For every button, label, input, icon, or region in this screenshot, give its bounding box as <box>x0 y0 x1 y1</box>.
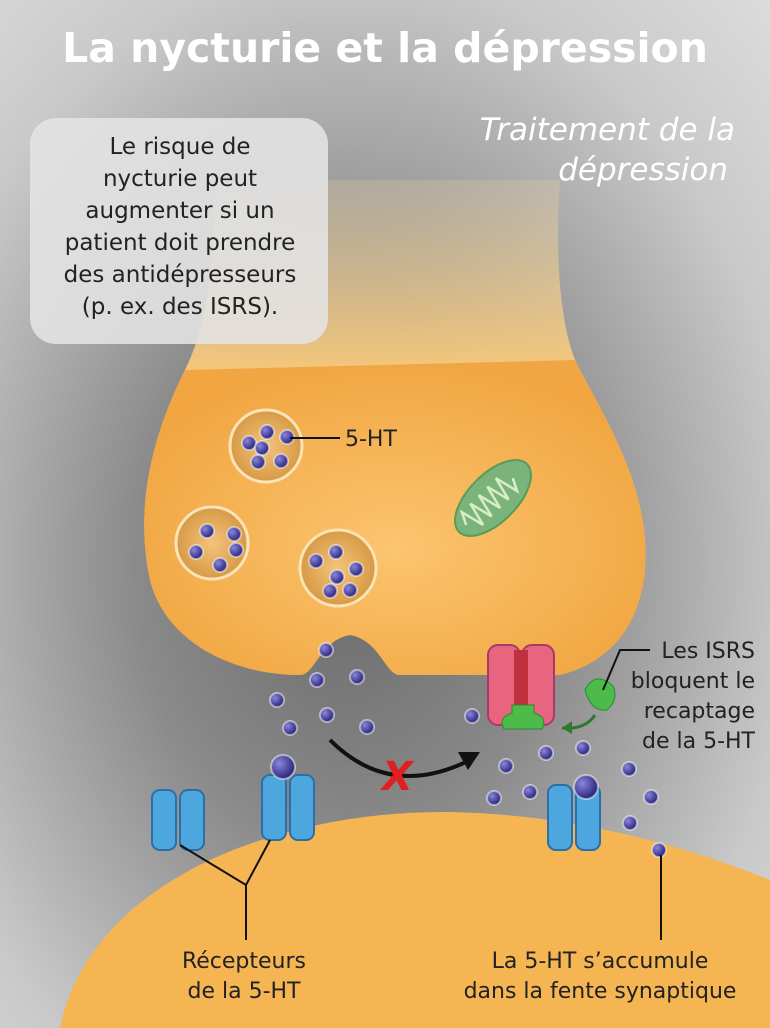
receptor-left <box>151 789 205 851</box>
mitochondrion <box>454 459 532 537</box>
serotonin-molecule <box>622 815 638 831</box>
blocked-x-icon: X <box>379 754 415 800</box>
serotonin-molecule <box>250 454 266 470</box>
serotonin-molecule <box>254 440 270 456</box>
serotonin-molecule <box>322 583 338 599</box>
serotonin-molecule <box>199 523 215 539</box>
ssri-label: bloquent le <box>631 669 755 694</box>
serotonin-molecule <box>212 557 228 573</box>
ssri-free <box>584 678 616 711</box>
info-line: patient doit prendre <box>65 230 296 256</box>
info-box <box>30 118 328 344</box>
serotonin-molecule <box>319 707 335 723</box>
serotonin-molecule <box>348 561 364 577</box>
serotonin-molecule <box>329 569 345 585</box>
receptor-middle <box>261 774 315 841</box>
serotonin-molecule <box>538 745 554 761</box>
receptors-label: de la 5-HT <box>188 979 302 1004</box>
info-line: Le risque de <box>109 134 250 160</box>
serotonin-molecule <box>621 761 637 777</box>
ssri-label: Les ISRS <box>661 639 755 664</box>
subtitle-line-2: dépression <box>558 152 728 188</box>
serotonin-molecule <box>486 790 502 806</box>
serotonin-molecule <box>651 842 667 858</box>
serotonin-molecule <box>573 774 599 800</box>
info-line: augmenter si un <box>85 198 274 224</box>
subtitle-line-1: Traitement de la <box>480 112 735 148</box>
serotonin-molecule <box>309 672 325 688</box>
info-line: des antidépresseurs <box>64 262 297 288</box>
serotonin-molecule <box>498 758 514 774</box>
ssri-label: de la 5-HT <box>642 729 756 754</box>
accumulation-label: La 5-HT s’accumule <box>492 949 709 974</box>
serotonin-molecule <box>228 542 244 558</box>
serotonin-molecule <box>464 708 480 724</box>
serotonin-molecule <box>273 453 289 469</box>
serotonin-molecule <box>259 424 275 440</box>
serotonin-molecule <box>359 719 375 735</box>
serotonin-molecule <box>575 740 591 756</box>
serotonin-molecule <box>188 544 204 560</box>
serotonin-molecule <box>522 784 538 800</box>
ssri-label: recaptage <box>644 699 755 724</box>
info-line: (p. ex. des ISRS). <box>82 294 278 320</box>
serotonin-molecule <box>308 553 324 569</box>
serotonin-molecule <box>328 544 344 560</box>
serotonin-molecule <box>270 754 296 780</box>
accumulation-label: dans la fente synaptique <box>464 979 737 1004</box>
serotonin-molecule <box>269 692 285 708</box>
receptors-label: Récepteurs <box>182 949 306 974</box>
serotonin-molecule <box>318 642 334 658</box>
page-title: La nycturie et la dépression <box>62 24 708 72</box>
leader-lines <box>179 437 662 940</box>
info-line: nycturie peut <box>103 166 257 192</box>
serotonin-molecule <box>226 526 242 542</box>
postsynaptic-neuron <box>60 811 770 1028</box>
reuptake-arrow <box>328 738 471 778</box>
receptor-right <box>547 784 601 851</box>
serotonin-molecule <box>643 789 659 805</box>
serotonin-label: 5-HT <box>345 427 397 452</box>
serotonin-molecule <box>342 582 358 598</box>
serotonin-molecule <box>241 435 257 451</box>
ssri-bound <box>501 704 545 730</box>
serotonin-molecule <box>282 720 298 736</box>
serotonin-molecules <box>188 424 667 858</box>
serotonin-molecule <box>349 669 365 685</box>
